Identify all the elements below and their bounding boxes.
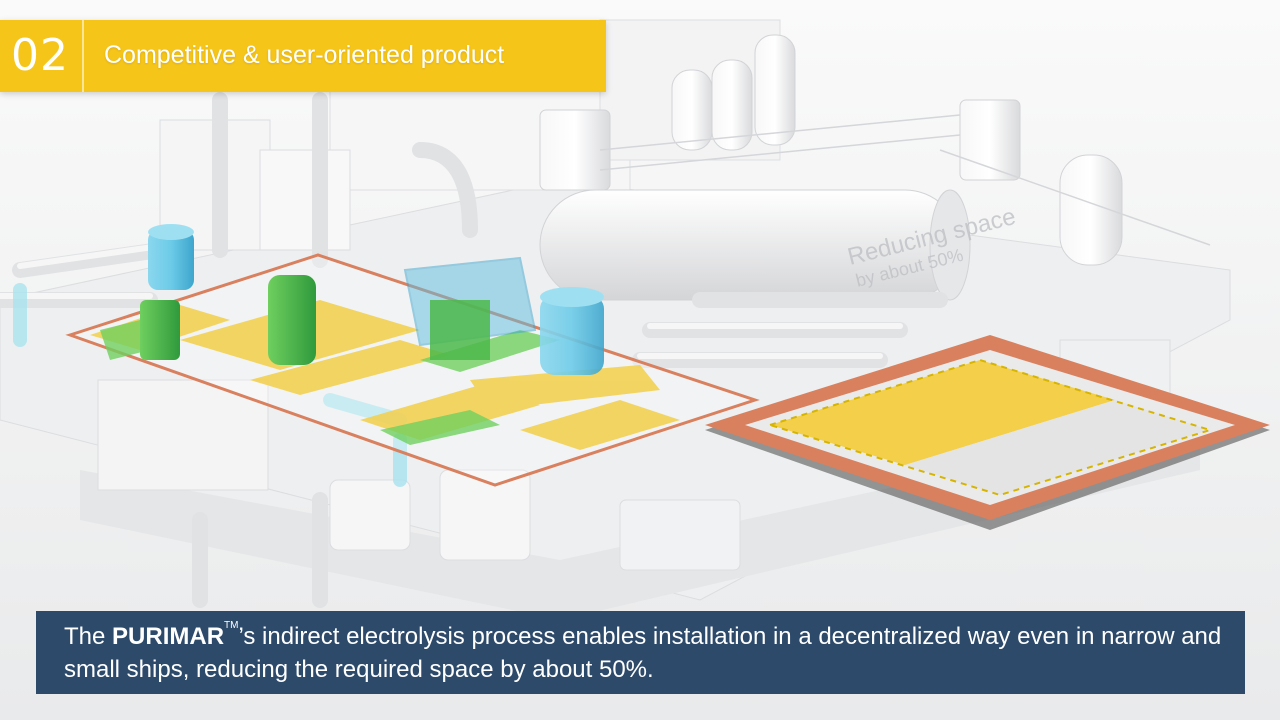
blue-motor xyxy=(148,224,194,290)
section-title: Competitive & user-oriented product xyxy=(104,41,505,69)
space-comparison-footprint xyxy=(705,335,1270,530)
section-banner: 02 Competitive & user-oriented product xyxy=(0,20,606,92)
caption-brand: PURIMAR xyxy=(112,623,225,650)
electrolysis-unit xyxy=(403,256,537,360)
caption-text: ’s indirect electrolysis process enables… xyxy=(64,623,1222,683)
banner-divider xyxy=(82,20,84,92)
subtitle-caption: The PURIMARTM’s indirect electrolysis pr… xyxy=(36,611,1245,694)
trademark-mark: TM xyxy=(224,620,239,631)
section-number: 02 xyxy=(11,30,69,81)
blue-tank xyxy=(540,287,604,375)
green-pump xyxy=(140,275,316,365)
caption-prefix: The xyxy=(64,623,113,650)
